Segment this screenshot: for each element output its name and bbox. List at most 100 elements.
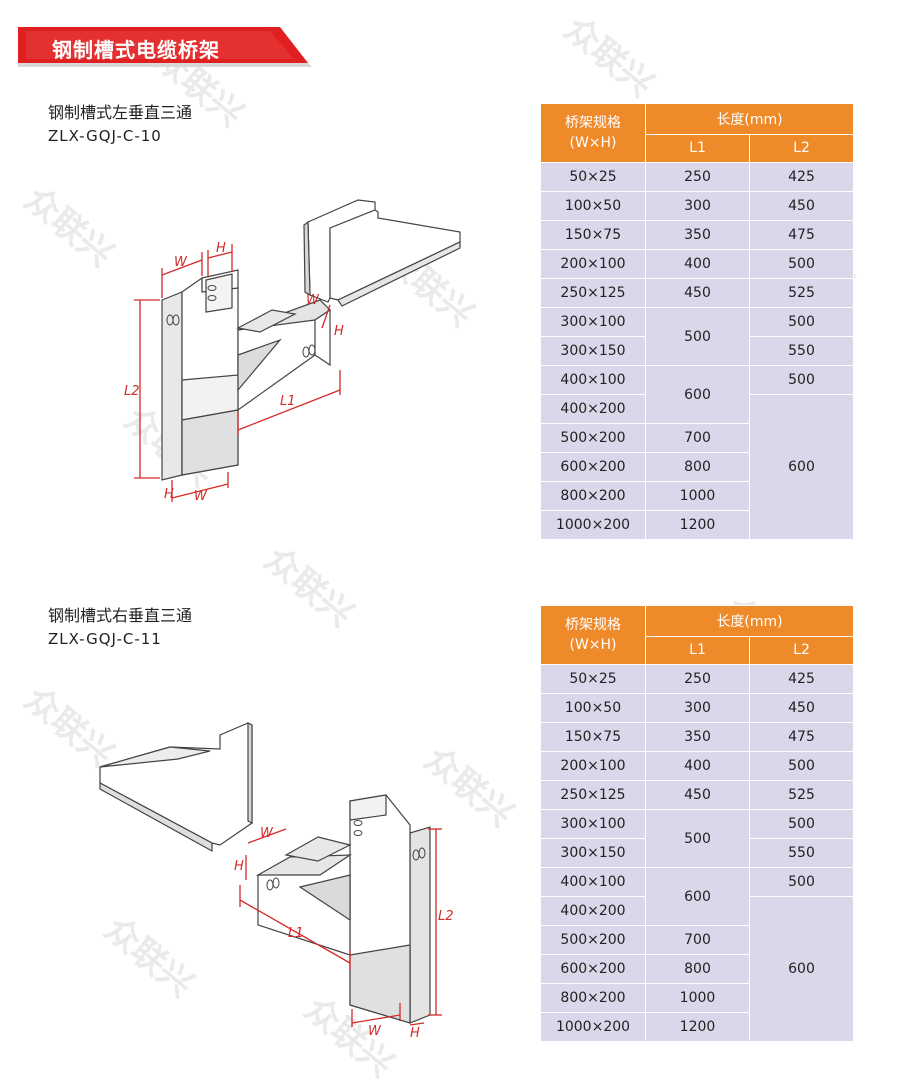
col-header-spec: 桥架规格 (W×H): [540, 605, 646, 665]
watermark-text: 众联兴: [16, 179, 121, 276]
l1-cell: 700: [645, 925, 750, 955]
spec-cell: 500×200: [540, 423, 646, 453]
dimension-label-w: W: [306, 293, 320, 308]
spec-cell: 800×200: [540, 481, 646, 511]
spec-cell: 300×100: [540, 809, 646, 839]
l1-cell: 500: [645, 809, 750, 868]
l1-cell: 600: [645, 365, 750, 424]
spec-cell: 300×150: [540, 336, 646, 366]
l2-cell: 525: [748, 278, 855, 308]
dimension-label-h: H: [216, 241, 226, 256]
dimension-label-h: H: [234, 859, 244, 874]
col-header-l1: L1: [645, 133, 750, 164]
l2-cell: 550: [748, 838, 855, 868]
l2-cell: 550: [748, 336, 855, 366]
l1-cell: 600: [645, 867, 750, 926]
product-name: 钢制槽式左垂直三通: [48, 103, 193, 122]
spec-cell: 400×100: [540, 365, 646, 395]
watermark-text: 众联兴: [256, 539, 361, 636]
spec-cell: 100×50: [540, 693, 646, 723]
dimension-label-w: W: [194, 489, 208, 504]
l2-cell: 425: [748, 162, 855, 192]
spec-cell: 50×25: [540, 162, 646, 192]
spec-cell: 1000×200: [540, 1012, 646, 1042]
l2-cell: 500: [748, 809, 855, 839]
l1-cell: 450: [645, 780, 750, 810]
spec-cell: 250×125: [540, 278, 646, 308]
dimension-label-h: H: [334, 324, 344, 339]
l1-cell: 800: [645, 954, 750, 984]
l2-cell: 600: [748, 896, 855, 1042]
spec-cell: 300×150: [540, 838, 646, 868]
l2-cell: 475: [748, 722, 855, 752]
spec-cell: 400×200: [540, 394, 646, 424]
product-name: 钢制槽式右垂直三通: [48, 606, 193, 625]
spec-cell: 600×200: [540, 452, 646, 482]
col-header-spec: 桥架规格 (W×H): [540, 103, 646, 163]
dimension-label-w: W: [174, 255, 188, 270]
spec-cell: 500×200: [540, 925, 646, 955]
l2-cell: 500: [748, 751, 855, 781]
dimension-label-h: H: [410, 1026, 420, 1041]
col-header-l1: L1: [645, 635, 750, 666]
dimension-label-l2: L2: [438, 909, 454, 924]
spec-cell: 150×75: [540, 722, 646, 752]
l1-cell: 1000: [645, 983, 750, 1013]
dimension-label-l2: L2: [124, 384, 140, 399]
spec-cell: 1000×200: [540, 510, 646, 540]
l1-cell: 450: [645, 278, 750, 308]
spec-cell: 150×75: [540, 220, 646, 250]
product-code: ZLX-GQJ-C-11: [48, 630, 162, 648]
l2-cell: 525: [748, 780, 855, 810]
right-vertical-tee-diagram: L2 L1 W H W H: [99, 722, 454, 1041]
dimension-label-h: H: [164, 487, 174, 502]
l1-cell: 400: [645, 751, 750, 781]
spec-cell: 250×125: [540, 780, 646, 810]
spec-cell: 600×200: [540, 954, 646, 984]
col-header-length: 长度(mm): [644, 605, 855, 637]
product-code: ZLX-GQJ-C-10: [48, 127, 162, 145]
col-header-length: 长度(mm): [644, 103, 855, 135]
l2-cell: 425: [748, 664, 855, 694]
l2-cell: 500: [748, 249, 855, 279]
l2-cell: 500: [748, 365, 855, 395]
table-row: 300×150 550: [540, 838, 855, 868]
col-header-l2: L2: [748, 133, 855, 164]
l1-cell: 400: [645, 249, 750, 279]
l1-cell: 800: [645, 452, 750, 482]
l1-cell: 300: [645, 693, 750, 723]
l1-cell: 1200: [645, 1012, 750, 1042]
l1-cell: 250: [645, 664, 750, 694]
spec-cell: 100×50: [540, 191, 646, 221]
header-banner: [18, 27, 312, 67]
l2-cell: 450: [748, 693, 855, 723]
l1-cell: 350: [645, 220, 750, 250]
spec-cell: 400×100: [540, 867, 646, 897]
dimension-label-w: W: [260, 826, 274, 841]
spec-cell: 50×25: [540, 664, 646, 694]
l2-cell: 500: [748, 307, 855, 337]
spec-cell: 300×100: [540, 307, 646, 337]
watermark-text: 众联兴: [556, 9, 661, 106]
l1-cell: 500: [645, 307, 750, 366]
l1-cell: 250: [645, 162, 750, 192]
